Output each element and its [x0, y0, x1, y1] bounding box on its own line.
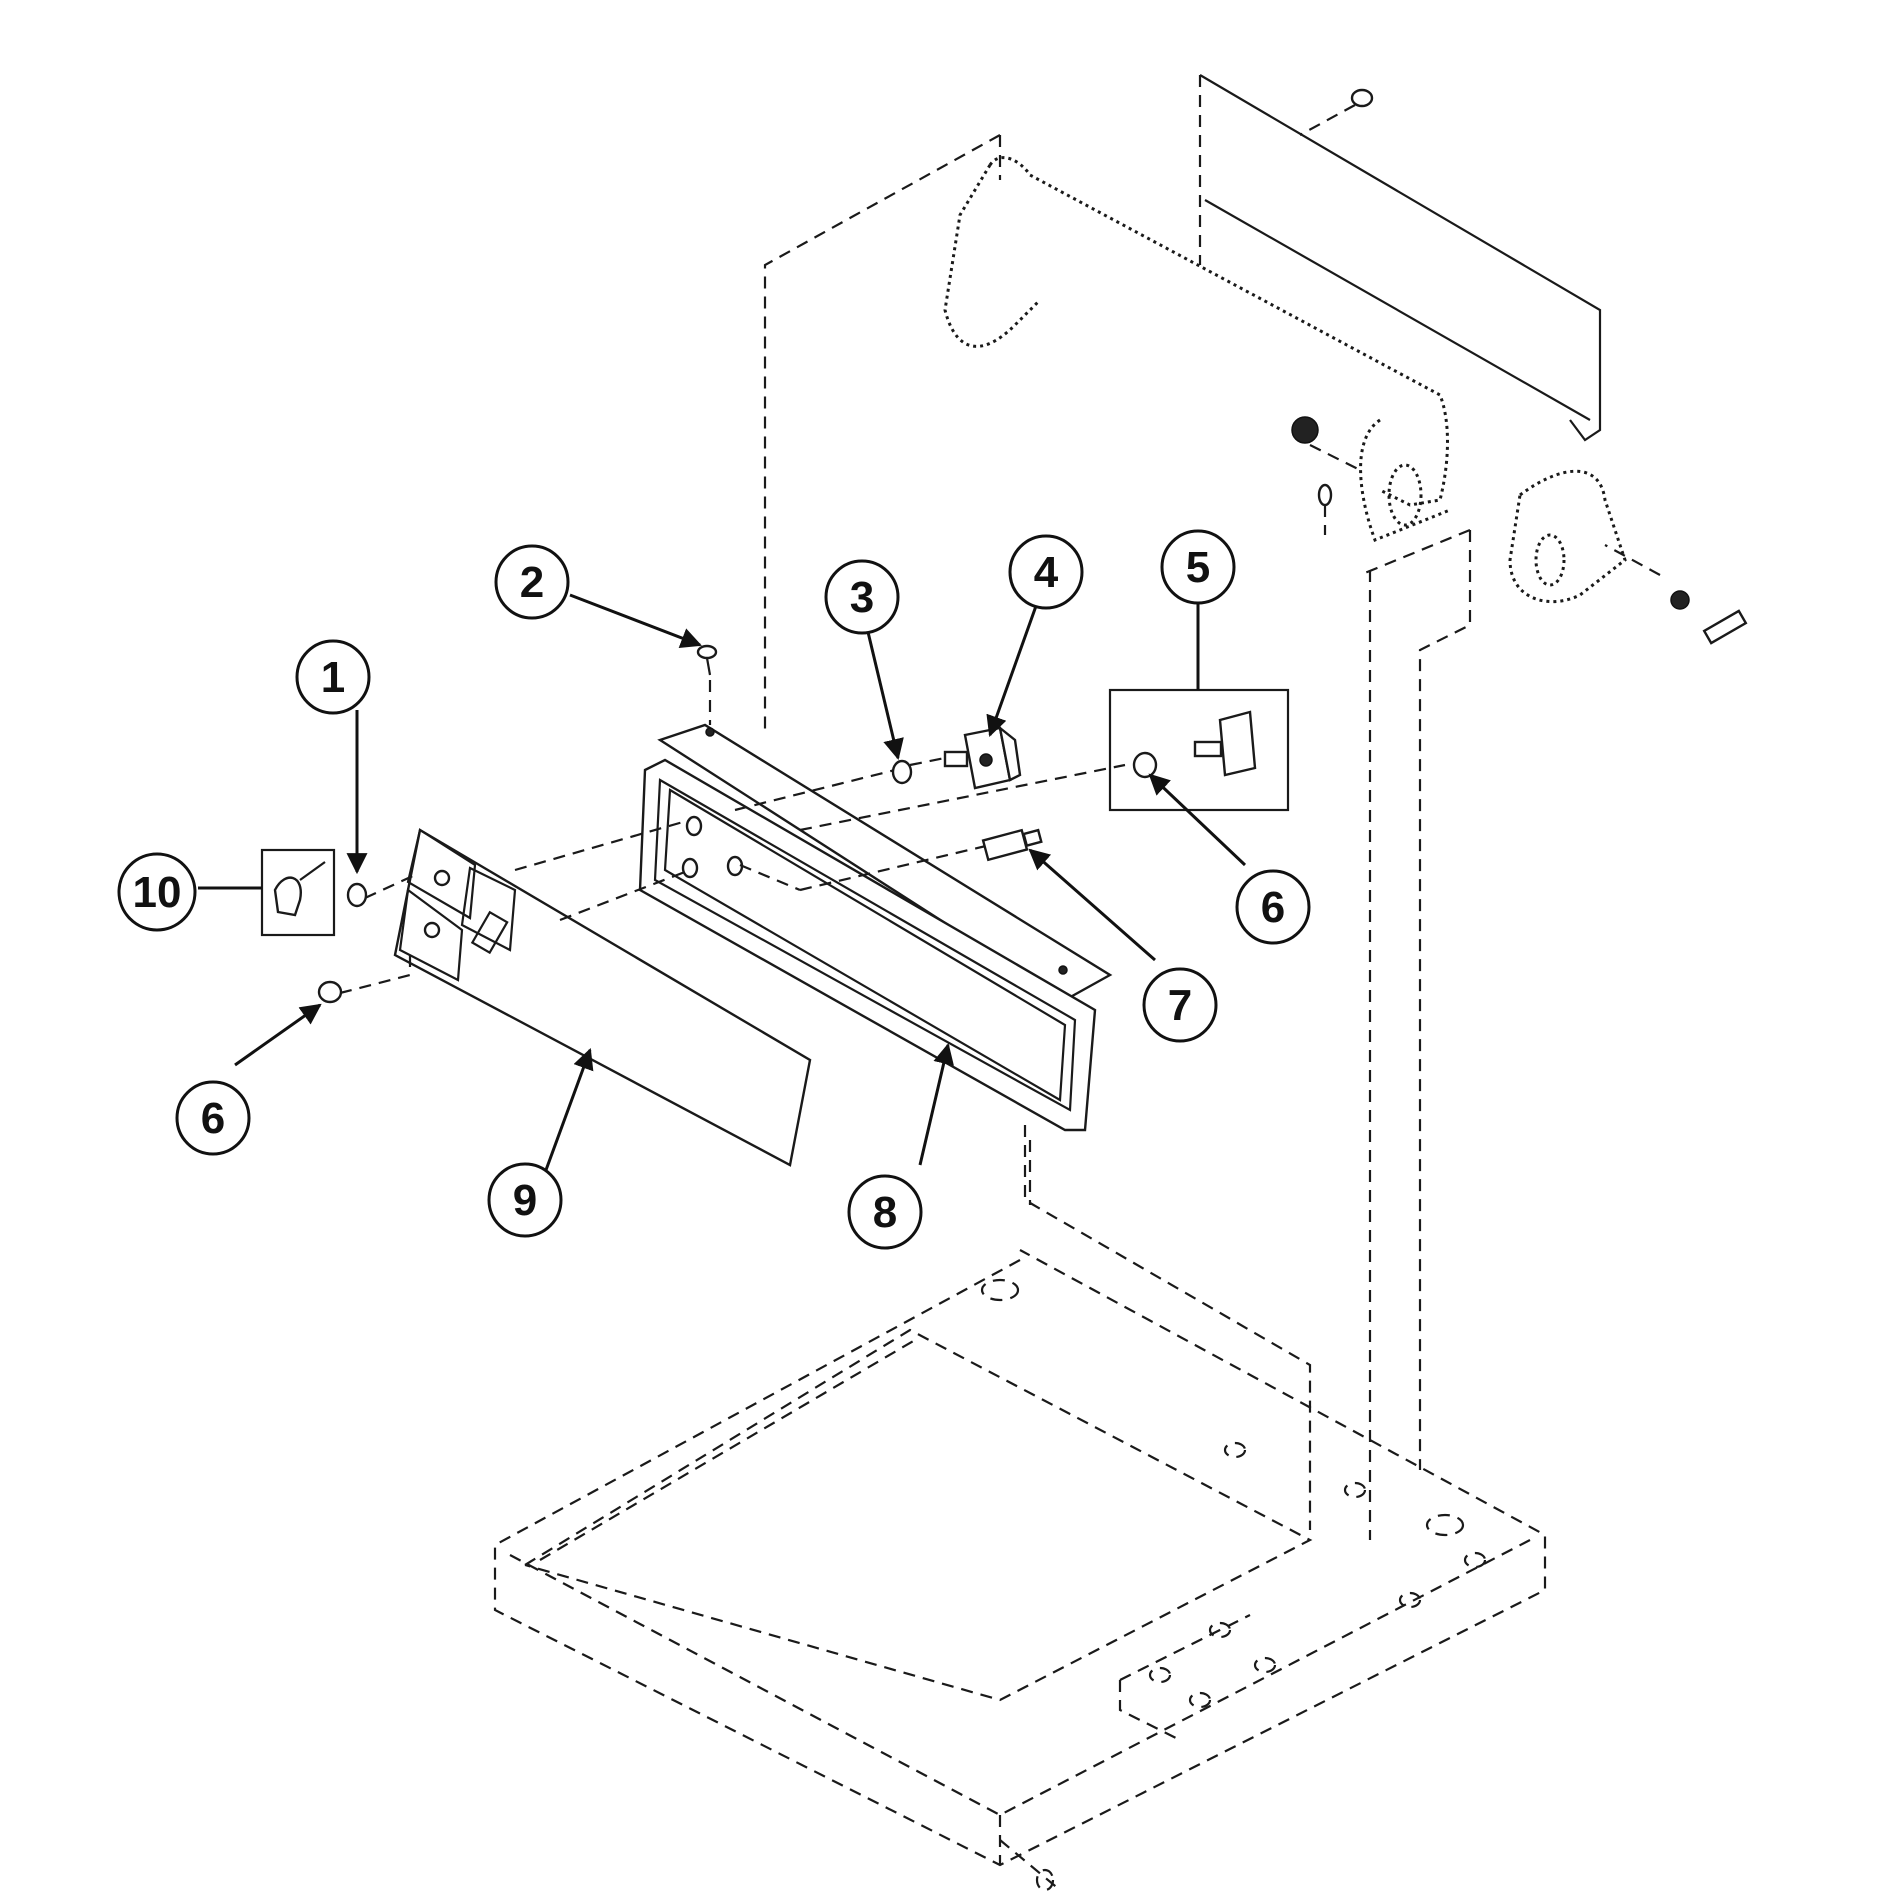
- callout-5: 5: [1160, 529, 1236, 605]
- callout-9: 9: [487, 1162, 563, 1238]
- callout-6-left: 6: [175, 1080, 251, 1156]
- nut-left-part: [317, 980, 343, 1004]
- svg-text:8: 8: [873, 1188, 897, 1237]
- screw-part: [696, 644, 718, 676]
- svg-text:6: 6: [201, 1094, 225, 1143]
- callout-4: 4: [1008, 534, 1084, 610]
- callout-10: 10: [117, 852, 197, 932]
- svg-text:9: 9: [513, 1176, 537, 1225]
- svg-text:6: 6: [1261, 883, 1285, 932]
- callout-8: 8: [847, 1174, 923, 1250]
- cabinet-outline: [493, 134, 1547, 1892]
- svg-text:2: 2: [520, 558, 544, 607]
- nut-part: [891, 759, 913, 785]
- leader-lines: [198, 593, 1247, 1171]
- svg-text:5: 5: [1186, 543, 1210, 592]
- svg-text:4: 4: [1034, 548, 1059, 597]
- assembly-lines: [339, 680, 1126, 995]
- control-panel: [638, 723, 1113, 1205]
- svg-text:10: 10: [133, 868, 182, 917]
- overlay-panel: [393, 828, 812, 1167]
- svg-text:3: 3: [850, 573, 874, 622]
- svg-text:7: 7: [1168, 981, 1192, 1030]
- svg-text:1: 1: [321, 653, 345, 702]
- callout-6-right: 6: [1235, 869, 1311, 945]
- callout-2: 2: [494, 544, 570, 620]
- callout-3: 3: [824, 559, 900, 635]
- switch-part: [943, 725, 1022, 790]
- callout-7: 7: [1142, 967, 1218, 1043]
- console-bracket: [943, 74, 1748, 645]
- washer-part: [346, 882, 368, 908]
- knob-box: [260, 848, 336, 937]
- switch-assembly-box: [1108, 688, 1290, 812]
- sensor-part: [981, 828, 1043, 862]
- callout-1: 1: [295, 639, 371, 715]
